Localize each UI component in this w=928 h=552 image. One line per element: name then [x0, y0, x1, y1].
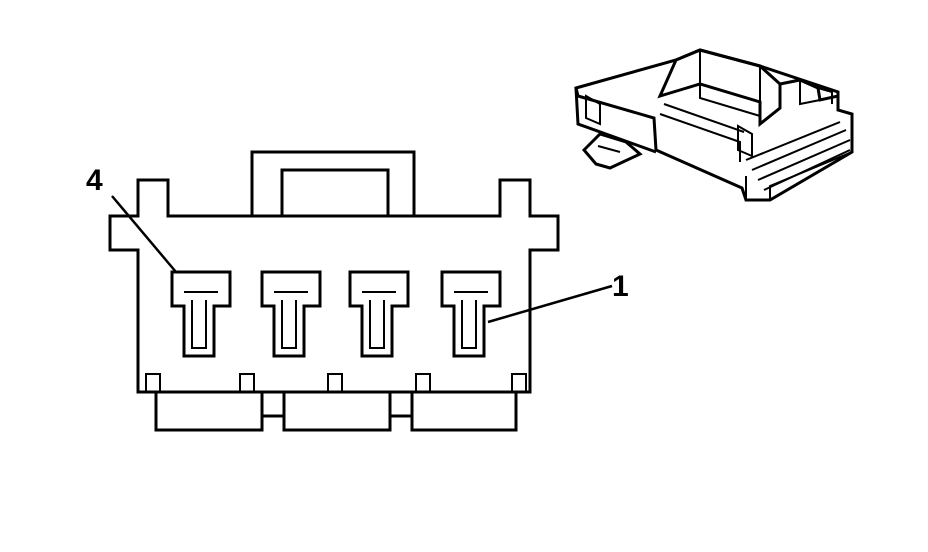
callout-4-leader	[111, 195, 177, 273]
terminal-cavity-1	[440, 270, 502, 358]
iso-groove-3	[757, 139, 851, 181]
iso-rail-1	[659, 113, 741, 162]
bottom-notch-5	[511, 373, 527, 393]
iso-rail-2	[663, 103, 745, 133]
terminal-cavity-2	[348, 270, 410, 358]
connector-housing	[108, 178, 560, 394]
iso-bottom-latch	[581, 132, 643, 170]
top-lock-tab-inner	[280, 168, 390, 216]
iso-groove-2	[751, 129, 847, 171]
lower-skirt-divider-left	[260, 392, 286, 416]
connector-isometric-view	[574, 48, 854, 202]
callout-4-label: 4	[86, 164, 103, 197]
iso-raised-lock	[657, 48, 782, 128]
iso-right-end	[779, 78, 840, 110]
callout-1-leader	[487, 284, 613, 324]
iso-right-face	[745, 151, 853, 200]
iso-right-end-inner	[799, 80, 833, 106]
bottom-notch-3	[327, 373, 343, 393]
iso-raised-lock-inner	[679, 82, 761, 117]
iso-front-face	[574, 87, 657, 154]
iso-front-face-inner	[585, 94, 601, 126]
lower-skirt	[154, 392, 518, 432]
terminal-cavity-4	[170, 270, 232, 358]
iso-bottom-latch-line	[597, 145, 621, 153]
iso-groove-1	[745, 121, 841, 161]
iso-body-top	[574, 48, 854, 202]
connector-face-view: 4 1	[86, 150, 629, 432]
iso-raised-lock-side	[699, 50, 761, 102]
bottom-notch-4	[415, 373, 431, 393]
callout-1-label: 1	[612, 270, 629, 303]
bottom-notch-1	[145, 373, 161, 393]
bottom-notch-2	[239, 373, 255, 393]
top-lock-tab	[250, 150, 416, 216]
terminal-cavity-3	[260, 270, 322, 358]
iso-right-post	[737, 124, 753, 158]
lower-skirt-divider-right	[388, 392, 414, 416]
